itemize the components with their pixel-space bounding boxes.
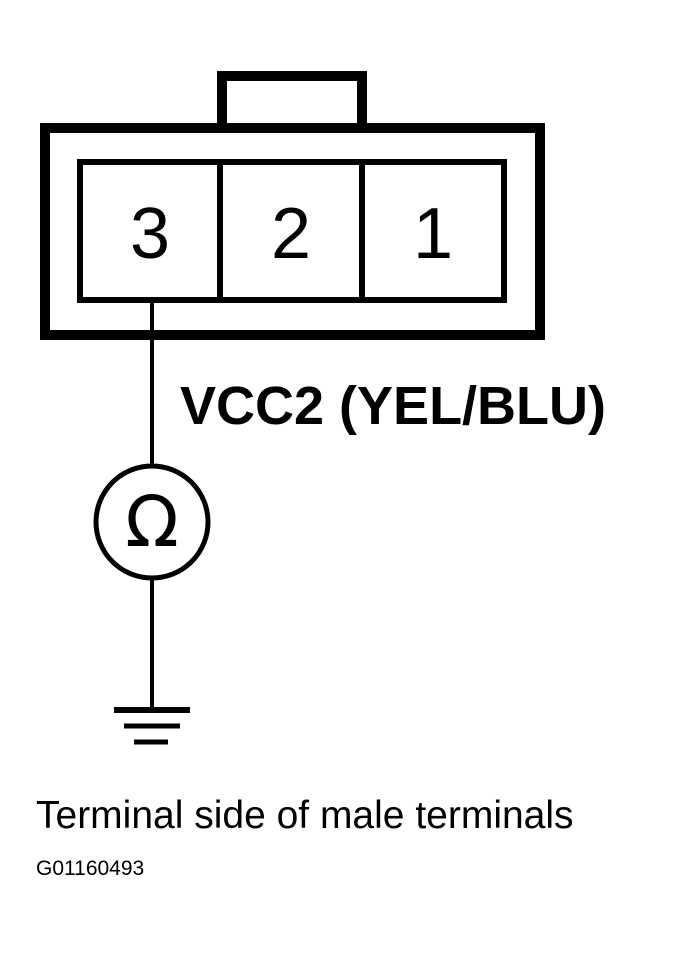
- terminal-number-2: 2: [271, 194, 311, 274]
- ohm-icon: Ω: [125, 481, 179, 563]
- ground-icon: [114, 707, 190, 745]
- wire-label: VCC2 (YEL/BLU): [180, 376, 606, 436]
- terminal-cavities: [77, 159, 507, 303]
- terminal-cavity-1: [359, 159, 507, 303]
- diagram-caption: Terminal side of male terminals: [36, 794, 574, 837]
- terminal-number-1: 1: [413, 194, 453, 274]
- terminal-number-3: 3: [130, 194, 170, 274]
- figure-code: G01160493: [36, 857, 145, 880]
- connector-lock-tab: [217, 71, 367, 135]
